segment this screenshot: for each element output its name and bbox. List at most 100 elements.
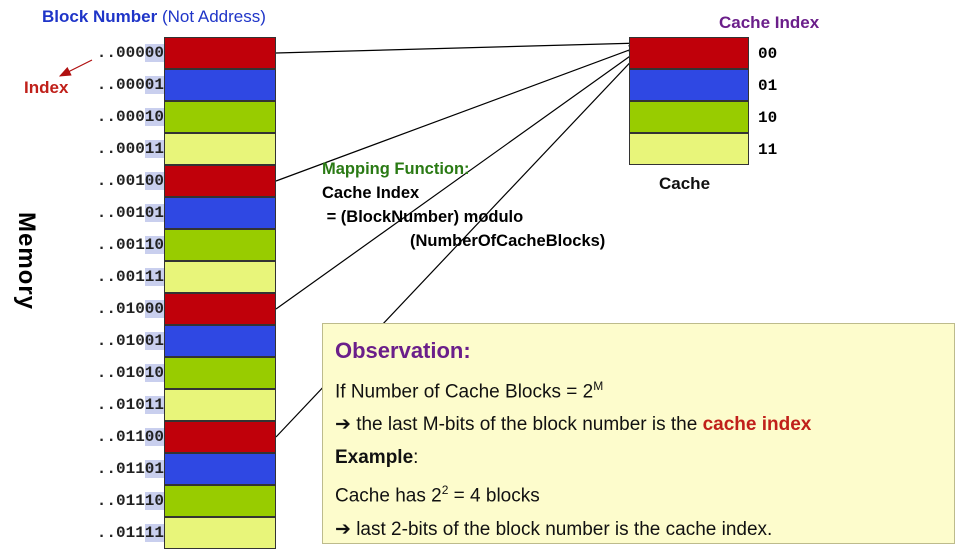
memory-block xyxy=(164,357,276,389)
address-prefix: ..000 xyxy=(96,108,145,126)
address-prefix: ..010 xyxy=(96,364,145,382)
block-address: ..00111 xyxy=(40,261,164,293)
address-prefix: ..010 xyxy=(96,332,145,350)
arrow-icon: ➔ xyxy=(335,518,351,540)
memory-block xyxy=(164,101,276,133)
arrow-block-00100 xyxy=(275,45,642,182)
address-prefix: ..000 xyxy=(96,44,145,62)
observation-line-4: ➔ last 2-bits of the block number is the… xyxy=(335,513,942,546)
block-address: ..01011 xyxy=(40,389,164,421)
address-index-bits: 11 xyxy=(144,396,164,414)
memory-block xyxy=(164,421,276,453)
cache-block xyxy=(629,133,749,165)
observation-line-3: Cache has 22 = 4 blocks xyxy=(335,474,942,512)
address-prefix: ..001 xyxy=(96,236,145,254)
memory-block xyxy=(164,261,276,293)
block-address: ..01101 xyxy=(40,453,164,485)
cache-block xyxy=(629,69,749,101)
address-prefix: ..001 xyxy=(96,204,145,222)
arrow-block-01000 xyxy=(275,48,641,310)
address-index-bits: 01 xyxy=(144,332,164,350)
observation-line-2-text: the last M-bits of the block number is t… xyxy=(350,414,703,436)
observation-line-3-suffix: = 4 blocks xyxy=(448,485,540,507)
cache-index-value: 00 xyxy=(758,45,778,63)
arrow-block-00000 xyxy=(275,38,642,54)
block-address: ..01010 xyxy=(40,357,164,389)
address-prefix: ..011 xyxy=(96,428,145,446)
index-label: Index xyxy=(24,78,69,97)
block-address: ..00010 xyxy=(40,101,164,133)
cache-index-value: 01 xyxy=(758,77,778,95)
cache-index-value: 11 xyxy=(758,141,778,159)
address-prefix: ..011 xyxy=(96,524,145,542)
address-prefix: ..000 xyxy=(96,140,145,158)
observation-title: Observation: xyxy=(335,338,471,363)
address-index-bits: 00 xyxy=(144,300,164,318)
block-address: ..00000 xyxy=(40,37,164,69)
memory-block xyxy=(164,389,276,421)
memory-block xyxy=(164,517,276,549)
address-index-bits: 10 xyxy=(144,236,164,254)
cache-index-emphasis: cache index xyxy=(702,414,812,436)
memory-block xyxy=(164,293,276,325)
example-label: Example xyxy=(335,447,414,469)
block-address: ..01110 xyxy=(40,485,164,517)
address-index-bits: 10 xyxy=(144,492,164,510)
memory-block xyxy=(164,197,276,229)
address-index-bits: 11 xyxy=(144,524,164,542)
memory-block xyxy=(164,325,276,357)
cache-block xyxy=(629,37,749,69)
arrow-icon: ➔ xyxy=(335,414,351,436)
index-arrow xyxy=(58,59,93,77)
address-prefix: ..011 xyxy=(96,460,145,478)
observation-box: Observation: If Number of Cache Blocks =… xyxy=(322,323,955,544)
memory-block xyxy=(164,485,276,517)
cache-index-title: Cache Index xyxy=(719,13,820,32)
observation-line-1: If Number of Cache Blocks = 2M xyxy=(335,370,942,408)
mapping-line-3: (NumberOfCacheBlocks) xyxy=(410,232,606,250)
address-index-bits: 10 xyxy=(144,364,164,382)
cache-block xyxy=(629,101,749,133)
mapping-line-1: Cache Index xyxy=(322,184,420,202)
observation-line-2: ➔ the last M-bits of the block number is… xyxy=(335,408,942,441)
block-number-title: Block Number (Not Address) xyxy=(42,7,266,27)
block-address: ..00011 xyxy=(40,133,164,165)
block-address: ..01111 xyxy=(40,517,164,549)
mapping-function: Mapping Function: Cache Index = (BlockNu… xyxy=(322,157,605,253)
address-prefix: ..010 xyxy=(96,300,145,318)
block-address: ..00110 xyxy=(40,229,164,261)
cache-label: Cache xyxy=(659,174,711,193)
address-index-bits: 00 xyxy=(144,428,164,446)
mapping-line-2: = (BlockNumber) modulo xyxy=(322,208,524,226)
block-address: ..01100 xyxy=(40,421,164,453)
memory-block xyxy=(164,453,276,485)
block-number-label: Block Number xyxy=(42,7,158,26)
observation-line-4-text: last 2-bits of the block number is the c… xyxy=(350,518,773,540)
memory-label: Memory xyxy=(13,212,40,311)
address-index-bits: 01 xyxy=(144,460,164,478)
address-index-bits: 10 xyxy=(144,108,164,126)
address-prefix: ..001 xyxy=(96,172,145,190)
block-address: ..00101 xyxy=(40,197,164,229)
memory-block xyxy=(164,165,276,197)
observation-line-3-text: Cache has 2 xyxy=(335,485,442,507)
not-address-note: (Not Address) xyxy=(161,7,266,26)
memory-block xyxy=(164,133,276,165)
address-prefix: ..011 xyxy=(96,492,145,510)
mapping-title: Mapping Function: xyxy=(322,160,470,178)
address-index-bits: 11 xyxy=(144,268,164,286)
block-address: ..00001 xyxy=(40,69,164,101)
block-address: ..01001 xyxy=(40,325,164,357)
example-line: Example: xyxy=(335,441,942,474)
address-index-bits: 11 xyxy=(144,140,164,158)
memory-block xyxy=(164,229,276,261)
exponent-m: M xyxy=(593,379,604,393)
block-address: ..01000 xyxy=(40,293,164,325)
address-index-bits: 01 xyxy=(144,76,164,94)
address-prefix: ..000 xyxy=(96,76,145,94)
exponent-2: 2 xyxy=(441,483,449,498)
address-prefix: ..001 xyxy=(96,268,145,286)
address-prefix: ..010 xyxy=(96,396,145,414)
example-colon: : xyxy=(413,447,419,469)
cache-index-value: 10 xyxy=(758,109,778,127)
